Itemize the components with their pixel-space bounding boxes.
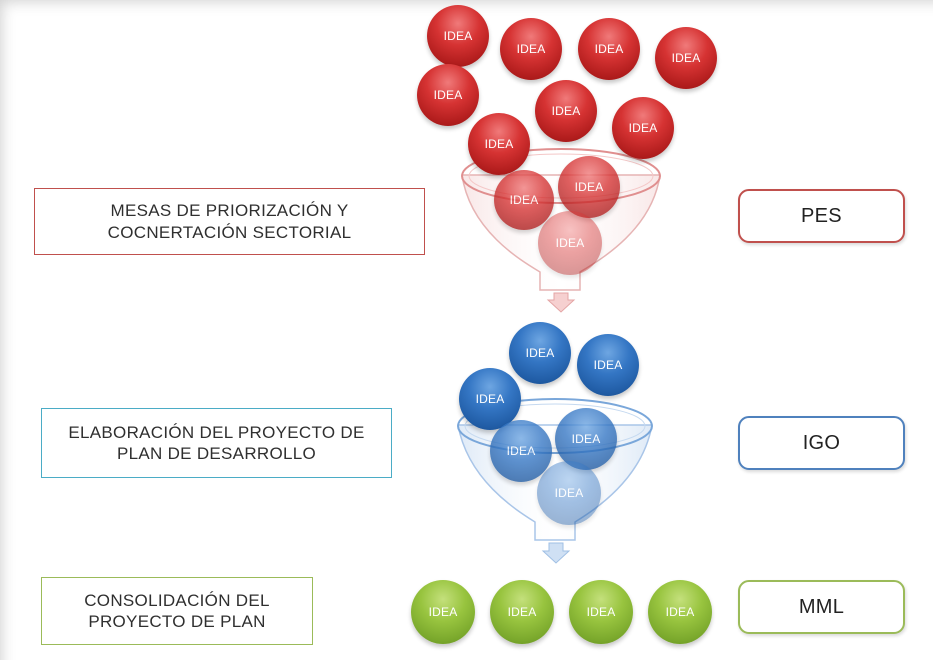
idea-circle: IDEA — [577, 334, 639, 396]
idea-label: IDEA — [586, 605, 616, 619]
idea-circle: IDEA — [411, 580, 475, 644]
idea-circle: IDEA — [578, 18, 640, 80]
idea-label: IDEA — [665, 605, 695, 619]
idea-label: IDEA — [628, 121, 658, 135]
idea-label: IDEA — [443, 29, 473, 43]
down-arrow-icon — [541, 542, 571, 564]
idea-label: IDEA — [507, 605, 537, 619]
idea-circle: IDEA — [535, 80, 597, 142]
idea-label: IDEA — [475, 392, 505, 406]
idea-circle: IDEA — [417, 64, 479, 126]
idea-label: IDEA — [506, 444, 536, 458]
idea-label: IDEA — [525, 346, 555, 360]
idea-circle: IDEA — [648, 580, 712, 644]
idea-circle: IDEA — [509, 322, 571, 384]
idea-label: IDEA — [594, 42, 624, 56]
stage-text: ELABORACIÓN DEL PROYECTO DE PLAN DE DESA… — [68, 422, 365, 463]
idea-label: IDEA — [574, 180, 604, 194]
stage-box-prioritization: MESAS DE PRIORIZACIÓN Y COCNERTACIÓN SEC… — [34, 188, 425, 255]
idea-circle: IDEA — [538, 211, 602, 275]
label-text: MML — [798, 595, 845, 618]
idea-label: IDEA — [516, 42, 546, 56]
stage-text: MESAS DE PRIORIZACIÓN Y COCNERTACIÓN SEC… — [107, 201, 352, 242]
label-igo: IGO — [738, 416, 905, 470]
idea-circle: IDEA — [490, 580, 554, 644]
label-text: IGO — [802, 431, 841, 454]
idea-circle: IDEA — [459, 368, 521, 430]
idea-label: IDEA — [509, 193, 539, 207]
idea-circle: IDEA — [500, 18, 562, 80]
idea-circle: IDEA — [427, 5, 489, 67]
idea-label: IDEA — [551, 104, 581, 118]
label-pes: PES — [738, 189, 905, 243]
idea-circle: IDEA — [655, 27, 717, 89]
idea-circle: IDEA — [494, 170, 554, 230]
idea-label: IDEA — [571, 432, 601, 446]
idea-label: IDEA — [554, 486, 584, 500]
stage-text: CONSOLIDACIÓN DEL PROYECTO DE PLAN — [84, 590, 270, 631]
idea-circle: IDEA — [558, 156, 620, 218]
stage-box-elaboration: ELABORACIÓN DEL PROYECTO DE PLAN DE DESA… — [41, 408, 392, 478]
idea-label: IDEA — [428, 605, 458, 619]
idea-circle: IDEA — [490, 420, 552, 482]
idea-label: IDEA — [671, 51, 701, 65]
idea-circle: IDEA — [569, 580, 633, 644]
idea-label: IDEA — [484, 137, 514, 151]
idea-circle: IDEA — [468, 113, 530, 175]
label-mml: MML — [738, 580, 905, 634]
idea-label: IDEA — [593, 358, 623, 372]
idea-circle: IDEA — [555, 408, 617, 470]
down-arrow-icon — [546, 292, 576, 313]
idea-label: IDEA — [433, 88, 463, 102]
stage-box-consolidation: CONSOLIDACIÓN DEL PROYECTO DE PLAN — [41, 577, 313, 645]
idea-label: IDEA — [555, 236, 585, 250]
idea-circle: IDEA — [537, 461, 601, 525]
label-text: PES — [801, 204, 842, 227]
idea-circle: IDEA — [612, 97, 674, 159]
